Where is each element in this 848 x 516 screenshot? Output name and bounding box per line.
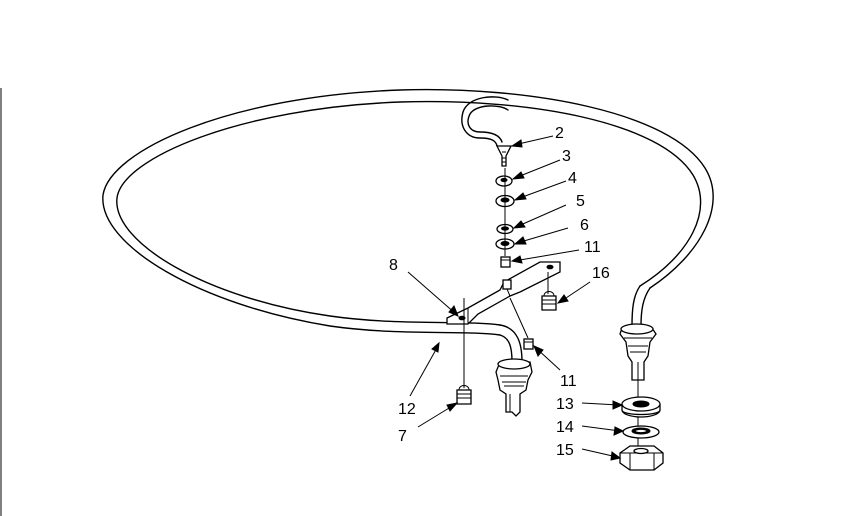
leader-arrows xyxy=(407,135,625,461)
leader-arrow-11-upper xyxy=(510,249,580,264)
nut-part-11-upper xyxy=(500,256,511,268)
leader-arrow-11-lower xyxy=(533,345,561,371)
screw-part-2 xyxy=(495,145,513,167)
leader-arrow-15 xyxy=(581,448,622,461)
callout-12: 12 xyxy=(398,401,416,418)
callout-5: 5 xyxy=(576,193,585,210)
grommet-part-13 xyxy=(621,396,661,418)
cup-washer-part-3 xyxy=(495,175,513,187)
clip-part-16 xyxy=(541,291,557,311)
leader-arrow-14 xyxy=(581,425,625,436)
nut-part-11-lower xyxy=(523,338,534,350)
leader-arrow-3 xyxy=(511,159,561,180)
callout-8: 8 xyxy=(389,257,398,274)
callout-15: 15 xyxy=(556,442,574,459)
callout-3: 3 xyxy=(562,148,571,165)
leader-arrow-7 xyxy=(417,402,459,428)
leader-arrow-6 xyxy=(513,227,569,245)
leader-arrow-5 xyxy=(512,204,567,229)
hex-nut-part-15 xyxy=(619,445,664,471)
washer-part-14 xyxy=(622,425,660,439)
callout-4: 4 xyxy=(568,170,577,187)
callout-7: 7 xyxy=(398,428,407,445)
leader-arrow-4 xyxy=(513,180,567,201)
leader-arrow-2 xyxy=(510,135,554,148)
callout-16: 16 xyxy=(592,265,610,282)
bracket-part-8 xyxy=(446,261,561,325)
screw-part-7 xyxy=(456,385,472,405)
callout-14: 14 xyxy=(556,419,574,436)
callout-2: 2 xyxy=(555,125,564,142)
leader-arrow-8 xyxy=(407,271,459,317)
element-terminal-left xyxy=(495,358,533,417)
callout-6: 6 xyxy=(580,217,589,234)
callout-13: 13 xyxy=(556,396,574,413)
leader-arrow-16 xyxy=(556,281,591,304)
leader-arrow-12 xyxy=(409,341,440,397)
element-terminal-right xyxy=(619,323,657,381)
element-support-hook xyxy=(461,96,509,147)
leader-arrow-13 xyxy=(581,400,624,410)
heating-element-ring xyxy=(102,88,714,363)
callout-11-upper: 11 xyxy=(584,239,601,256)
nut-11-center-line xyxy=(509,297,529,339)
callout-11-lower: 11 xyxy=(560,373,577,390)
